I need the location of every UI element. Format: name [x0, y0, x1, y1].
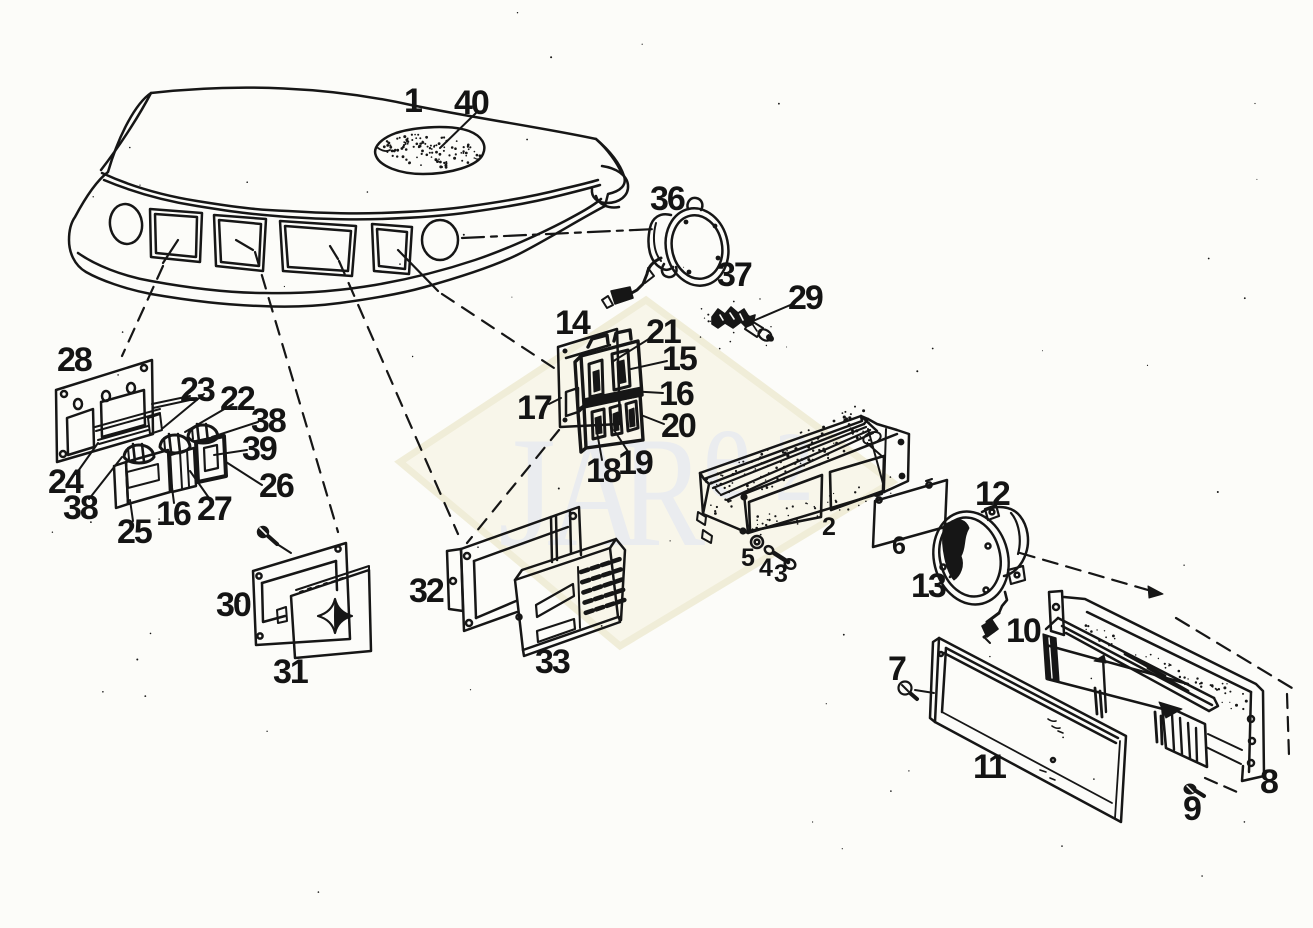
svg-text:23: 23 [180, 371, 215, 409]
svg-text:32: 32 [409, 572, 444, 610]
svg-text:6: 6 [892, 532, 905, 560]
svg-text:17: 17 [517, 389, 552, 427]
svg-text:2: 2 [822, 513, 835, 541]
svg-text:30: 30 [216, 586, 251, 624]
svg-text:21: 21 [646, 313, 681, 351]
svg-text:16: 16 [156, 495, 191, 533]
svg-text:27: 27 [197, 490, 232, 528]
svg-text:16: 16 [659, 375, 694, 413]
svg-text:18: 18 [586, 452, 621, 490]
svg-text:4: 4 [759, 554, 773, 582]
svg-text:38: 38 [63, 489, 98, 527]
svg-text:40: 40 [454, 84, 489, 122]
svg-text:R: R [620, 405, 705, 580]
svg-text:1: 1 [404, 82, 422, 120]
svg-text:3: 3 [774, 560, 787, 588]
svg-text:9: 9 [1183, 790, 1201, 828]
svg-text:22: 22 [220, 380, 255, 418]
svg-text:11: 11 [973, 748, 1006, 786]
svg-text:15: 15 [662, 340, 697, 378]
svg-text:31: 31 [273, 653, 308, 691]
svg-text:19: 19 [618, 444, 653, 482]
svg-text:14: 14 [555, 304, 591, 342]
svg-text:e: e [703, 373, 751, 528]
svg-text:8: 8 [1260, 763, 1278, 801]
svg-text:39: 39 [242, 430, 277, 468]
svg-text:2: 2 [775, 411, 813, 522]
svg-text:36: 36 [650, 180, 685, 218]
svg-text:33: 33 [535, 643, 570, 681]
svg-text:28: 28 [57, 341, 92, 379]
svg-text:5: 5 [741, 544, 755, 572]
svg-text:38: 38 [251, 402, 286, 440]
svg-text:20: 20 [661, 407, 696, 445]
svg-text:13: 13 [911, 567, 946, 605]
svg-text:10: 10 [1006, 612, 1041, 650]
svg-text:12: 12 [975, 475, 1010, 513]
svg-text:29: 29 [788, 279, 823, 317]
svg-text:7: 7 [888, 650, 906, 688]
svg-text:25: 25 [117, 513, 152, 551]
svg-text:37: 37 [717, 256, 752, 294]
svg-text:24: 24 [48, 463, 84, 501]
svg-text:26: 26 [259, 467, 294, 505]
